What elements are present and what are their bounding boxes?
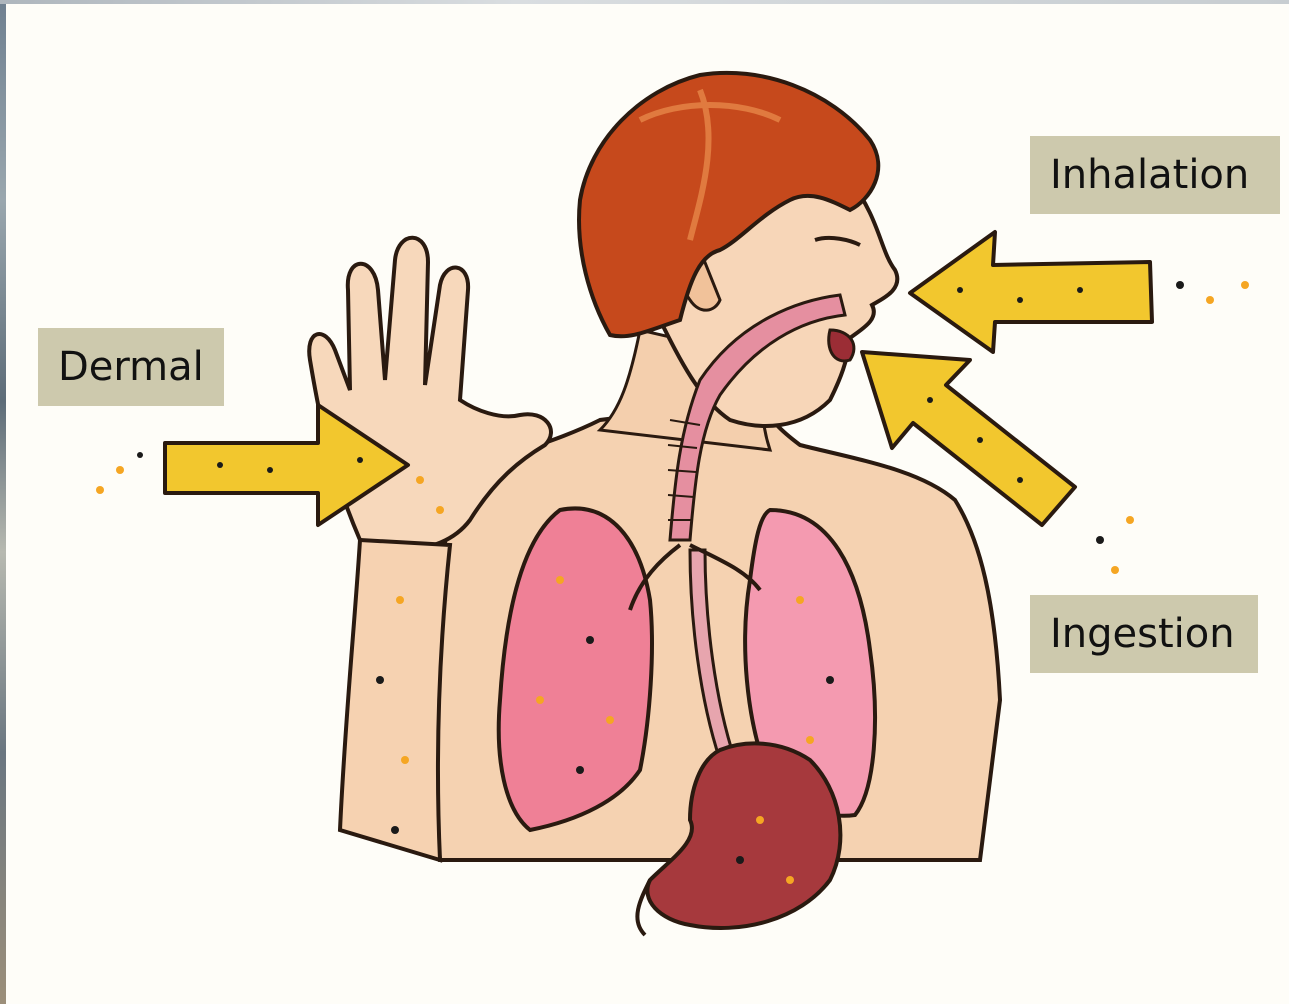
inhalation-label: Inhalation bbox=[1030, 136, 1280, 214]
ingestion-label: Ingestion bbox=[1030, 595, 1258, 673]
exposure-arrow-inhalation bbox=[910, 232, 1152, 352]
forearm bbox=[340, 540, 450, 860]
dermal-label: Dermal bbox=[38, 328, 224, 406]
duodenum bbox=[637, 880, 650, 935]
